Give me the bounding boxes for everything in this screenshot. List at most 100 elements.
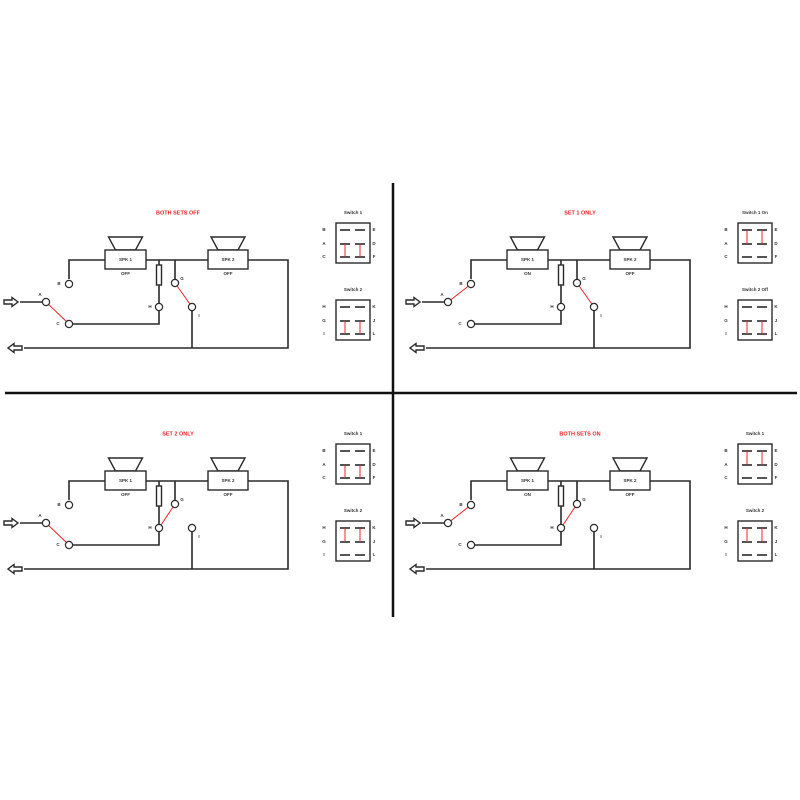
input-arrow-icon (405, 517, 422, 529)
terminal-label-i: I (198, 534, 199, 539)
wire-c-h (475, 311, 562, 325)
terminal-label-b: B (459, 281, 463, 286)
switch1-arm (447, 504, 472, 524)
switch2-pin-left: G (724, 539, 728, 544)
wire-return (426, 259, 691, 349)
switch1-pin-right: F (775, 254, 778, 259)
spk2-label: SPK 2 (221, 257, 235, 262)
terminal-label-b: B (459, 502, 463, 507)
wire-c-h (73, 311, 160, 325)
panel-title: SET 2 ONLY (162, 431, 194, 437)
terminal-label-c: C (458, 321, 462, 326)
resistor (557, 264, 565, 286)
switch2-pin-left: I (323, 552, 324, 557)
spk1-state: ON (524, 271, 531, 276)
switch1-pin-left: C (322, 475, 326, 480)
terminal-a (443, 297, 453, 307)
spk1-state: OFF (121, 271, 130, 276)
switch2-pin-right: J (775, 539, 778, 544)
terminal-label-h: H (148, 304, 151, 309)
terminal-label-g: G (582, 497, 586, 502)
terminal-label-c: C (458, 542, 462, 547)
terminal-label-g: G (582, 276, 586, 281)
wire-b (470, 480, 507, 500)
terminal-label-g: G (180, 497, 184, 502)
panel-title: SET 1 ONLY (564, 210, 596, 216)
terminal-label-b: B (57, 502, 61, 507)
terminal-h (154, 302, 164, 312)
resistor (557, 485, 565, 507)
switch1-pin-left: B (322, 227, 326, 232)
switch1-pin-left: C (724, 475, 728, 480)
spk1-label: SPK 1 (119, 257, 133, 262)
terminal-g (572, 278, 582, 288)
wire-b (470, 259, 507, 279)
switch1-title: Switch 1 (344, 210, 363, 215)
terminal-b (64, 500, 74, 510)
switch1-pin-right: E (774, 448, 777, 453)
terminal-label-c: C (56, 321, 60, 326)
output-arrow-icon (408, 563, 425, 575)
terminal-a (443, 518, 453, 528)
terminal-label-h: H (550, 304, 553, 309)
switch1-pin-right: E (372, 227, 375, 232)
input-arrow-icon (3, 517, 20, 529)
switch1-pin-right: E (372, 448, 375, 453)
switch2-pin-left: I (725, 331, 726, 336)
panel-title: BOTH SETS ON (559, 431, 600, 437)
switch2-pin-right: J (373, 318, 376, 323)
spk2-state: OFF (626, 271, 635, 276)
switch2-pin-right: J (775, 318, 778, 323)
terminal-label-a: A (440, 513, 444, 518)
switch1-title: Switch 1 On (742, 210, 768, 215)
switch1-arm (45, 301, 70, 325)
terminal-i (187, 523, 197, 533)
switch2-pin-right: L (373, 552, 376, 557)
wire-c-h (73, 532, 160, 546)
switch2-arm (174, 282, 193, 308)
switch1-pin-left: C (724, 254, 728, 259)
switch1-pin-left: B (322, 448, 326, 453)
switch2-pin-left: G (322, 539, 326, 544)
spk1-state: ON (524, 492, 531, 497)
switch2-pin-right: J (373, 539, 376, 544)
switch1-pin-left: B (724, 448, 728, 453)
output-arrow-icon (408, 342, 425, 354)
switch1-pin-left: A (322, 241, 326, 246)
resistor (155, 264, 163, 286)
switch2-title: Switch 2 Off (742, 287, 769, 292)
terminal-c (466, 540, 476, 550)
switch2-pin-left: H (322, 304, 325, 309)
switch2-pin-left: I (725, 552, 726, 557)
switch2-title: Switch 2 (344, 508, 363, 513)
terminal-h (556, 302, 566, 312)
switch2-arm (158, 503, 176, 529)
switch2-pin-left: H (724, 525, 727, 530)
switch1-arm (45, 522, 70, 546)
terminal-label-i: I (198, 313, 199, 318)
switch2-pin-left: I (323, 331, 324, 336)
switch1-pin-left: A (724, 462, 728, 467)
spk1-horn-icon (107, 457, 144, 472)
terminal-c (64, 319, 74, 329)
terminal-i (589, 523, 599, 533)
wire-c-h (475, 532, 562, 546)
switch2-pin-right: K (774, 525, 778, 530)
output-arrow-icon (6, 342, 23, 354)
terminal-h (556, 523, 566, 533)
spk1-horn-icon (509, 457, 546, 472)
switch2-pin-left: G (724, 318, 728, 323)
terminal-i (589, 302, 599, 312)
wire-b (68, 480, 105, 500)
input-arrow-icon (3, 296, 20, 308)
spk1-horn-icon (509, 236, 546, 251)
wire-return (426, 480, 691, 570)
terminal-label-h: H (148, 525, 151, 530)
switch1-pin-right: F (775, 475, 778, 480)
terminal-b (64, 279, 74, 289)
spk2-label: SPK 2 (221, 478, 235, 483)
